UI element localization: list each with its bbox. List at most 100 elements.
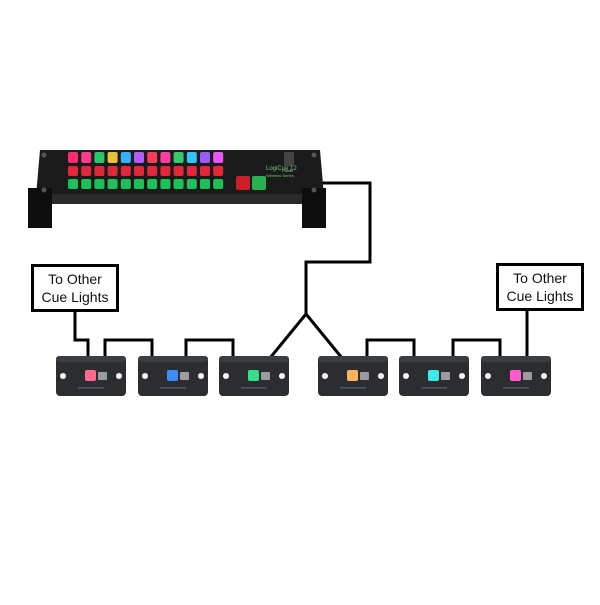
controller-key-mid-5 [120, 166, 131, 176]
controller-key-mid-9 [173, 166, 184, 176]
controller-key-top-1 [68, 152, 78, 163]
cue-light-mount-hole-left [322, 373, 328, 379]
cue-light-2 [138, 356, 208, 396]
callout-left-to-other-cue-lights: To Other Cue Lights [31, 264, 119, 312]
controller-standby-button [252, 176, 266, 190]
cue-light-3 [219, 356, 289, 396]
cue-light-top-edge [138, 356, 208, 362]
cue-light-mount-hole-right [541, 373, 547, 379]
cue-light-4 [318, 356, 388, 396]
controller-key-top-7 [147, 152, 158, 163]
cue-light-mount-hole-right [459, 373, 465, 379]
wire-split-to-light-4 [304, 313, 344, 359]
wire-callout-left-to-light-1 [73, 312, 90, 360]
cue-light-6 [481, 356, 551, 396]
controller-screw-4 [311, 187, 317, 193]
cue-light-1 [56, 356, 126, 396]
controller-left-foot [28, 188, 52, 228]
controller-key-mid-10 [186, 166, 197, 176]
controller-key-bottom-10 [186, 179, 197, 189]
controller-power-label: Power [282, 168, 294, 173]
controller-key-top-10 [186, 152, 197, 163]
controller-key-bottom-1 [68, 179, 78, 189]
controller-key-top-4 [107, 152, 118, 163]
wire-light-4-to-light-5 [365, 338, 416, 360]
controller-screw-3 [41, 187, 47, 193]
callout-left-line1: To Other [48, 271, 102, 287]
cue-light-button [523, 372, 532, 380]
controller-key-mid-3 [94, 166, 105, 176]
cue-light-mount-hole-left [223, 373, 229, 379]
wire-split-to-light-3 [268, 313, 308, 359]
controller-key-bottom-6 [134, 179, 144, 189]
cue-light-button [441, 372, 450, 380]
controller-key-top-5 [120, 152, 131, 163]
cue-light-mount-hole-left [142, 373, 148, 379]
cue-light-logo-strip [160, 387, 186, 389]
cue-light-lamp [347, 370, 358, 381]
controller-key-bottom-5 [120, 179, 131, 189]
cue-light-5 [399, 356, 469, 396]
callout-right-line2: Cue Lights [506, 288, 574, 304]
cue-light-top-edge [481, 356, 551, 362]
cue-light-mount-hole-right [378, 373, 384, 379]
controller-key-top-9 [173, 152, 184, 163]
cue-light-button [98, 372, 107, 380]
controller-power-switch [284, 152, 294, 166]
controller-key-top-11 [200, 152, 210, 163]
cue-light-lamp [248, 370, 259, 381]
cue-light-lamp [510, 370, 521, 381]
controller-key-top-2 [81, 152, 92, 163]
cue-light-lamp [85, 370, 96, 381]
controller-key-mid-6 [134, 166, 144, 176]
wire-controller-to-split [304, 181, 372, 314]
controller-key-mid-11 [200, 166, 210, 176]
cue-light-mount-hole-right [279, 373, 285, 379]
controller-base-edge [52, 194, 302, 204]
controller-right-foot [302, 188, 326, 228]
controller-screw-1 [41, 152, 47, 158]
cue-light-logo-strip [78, 387, 104, 389]
cue-light-logo-strip [503, 387, 529, 389]
cue-light-top-edge [318, 356, 388, 362]
cue-light-button [261, 372, 270, 380]
controller-key-bottom-7 [147, 179, 158, 189]
cue-light-lamp [167, 370, 178, 381]
cue-light-logo-strip [421, 387, 447, 389]
wire-light-1-to-light-2 [103, 338, 154, 360]
controller-key-bottom-12 [213, 179, 224, 189]
cue-light-top-edge [219, 356, 289, 362]
controller-key-bottom-8 [160, 179, 171, 189]
cue-light-logo-strip [340, 387, 366, 389]
controller-key-bottom-11 [200, 179, 210, 189]
controller-key-mid-1 [68, 166, 78, 176]
controller-key-bottom-4 [107, 179, 118, 189]
controller-key-bottom-9 [173, 179, 184, 189]
cue-light-chain [56, 356, 551, 396]
controller-key-bottom-2 [81, 179, 92, 189]
cue-light-top-edge [399, 356, 469, 362]
cue-light-mount-hole-left [403, 373, 409, 379]
wiring [73, 181, 529, 360]
controller-key-mid-12 [213, 166, 224, 176]
controller-key-mid-7 [147, 166, 158, 176]
cue-light-mount-hole-left [485, 373, 491, 379]
controller-key-top-6 [134, 152, 144, 163]
callout-right-line1: To Other [513, 270, 567, 286]
callout-left-line2: Cue Lights [41, 289, 109, 305]
controller-screw-2 [311, 152, 317, 158]
cue-light-lamp [428, 370, 439, 381]
controller-key-bottom-3 [94, 179, 105, 189]
cue-light-button [180, 372, 189, 380]
cue-light-mount-hole-right [116, 373, 122, 379]
wire-light-2-to-light-3 [184, 338, 235, 360]
callout-right-to-other-cue-lights: To Other Cue Lights [496, 263, 584, 311]
cue-light-mount-hole-right [198, 373, 204, 379]
cue-light-button [360, 372, 369, 380]
cue-light-logo-strip [241, 387, 267, 389]
controller-key-mid-4 [107, 166, 118, 176]
controller-key-top-12 [213, 152, 224, 163]
